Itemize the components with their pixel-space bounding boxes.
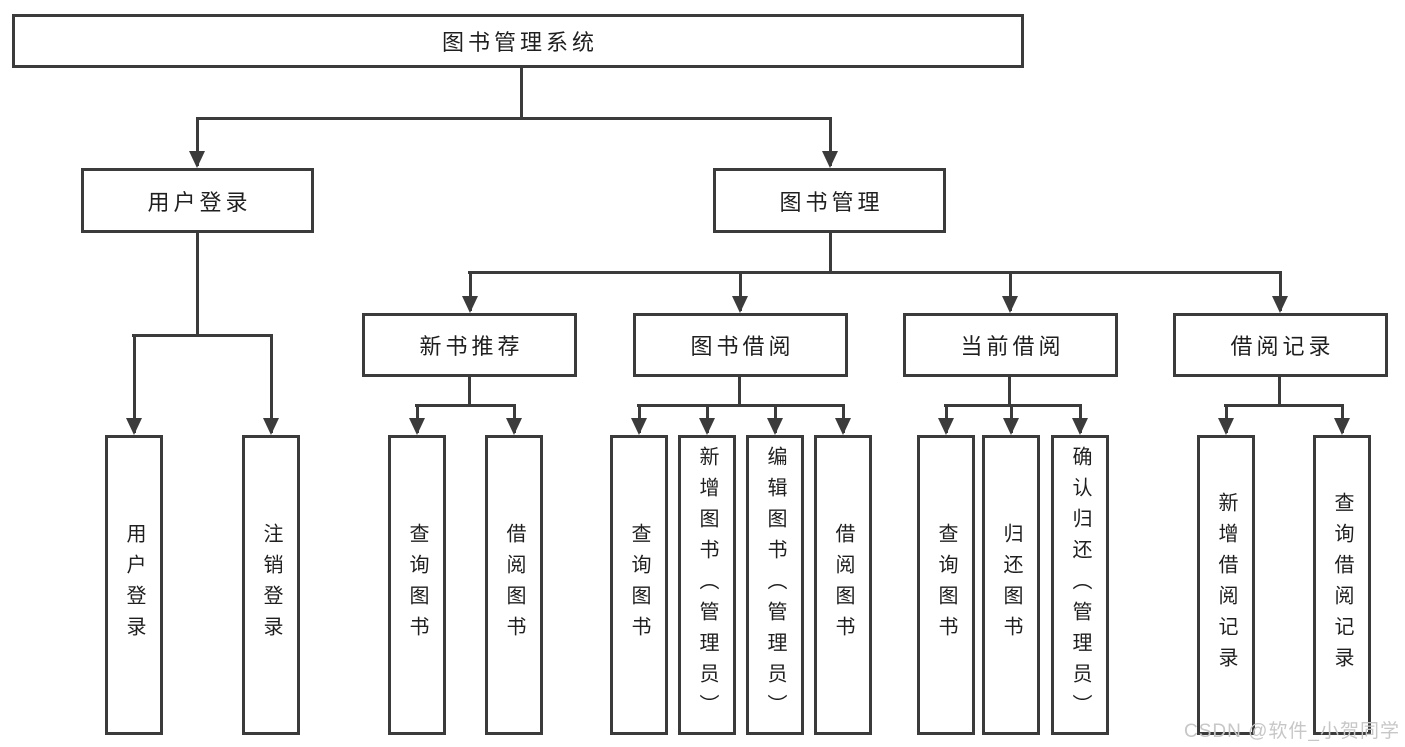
- arrow-to-book-borrowing: [732, 271, 748, 313]
- connector-book-borrowing-branch: [637, 404, 844, 407]
- connector-book-borrowing-stem: [738, 375, 741, 406]
- leaf-query-books-current: 查询图书: [917, 435, 975, 735]
- arrow-to-query-books-borrowing: [631, 404, 647, 435]
- arrow-to-query-books-recommend: [409, 404, 425, 435]
- arrow-to-borrowing-records: [1272, 271, 1288, 313]
- leaf-borrow-books-recommend: 借阅图书: [485, 435, 543, 735]
- connector-current-borrowing-branch: [944, 404, 1082, 407]
- leaf-add-book-admin: 新增图书（管理员）: [678, 435, 736, 735]
- arrow-to-query-borrow-record: [1334, 404, 1350, 435]
- leaf-query-books-recommend: 查询图书: [388, 435, 446, 735]
- arrow-to-edit-book-admin: [767, 404, 783, 435]
- connector-level3-branch: [468, 271, 1282, 274]
- arrow-to-borrow-books-borrowing: [835, 404, 851, 435]
- node-book-borrowing: 图书借阅: [633, 313, 848, 377]
- node-library-management-system: 图书管理系统: [12, 14, 1024, 68]
- leaf-confirm-return-admin: 确认归还（管理员）: [1051, 435, 1109, 735]
- arrow-to-logout-leaf: [263, 334, 279, 435]
- leaf-logout: 注销登录: [242, 435, 300, 735]
- connector-new-book-stem: [468, 375, 471, 406]
- leaf-return-book: 归还图书: [982, 435, 1040, 735]
- leaf-add-borrow-record: 新增借阅记录: [1197, 435, 1255, 735]
- leaf-query-books-borrowing: 查询图书: [610, 435, 668, 735]
- connector-user-login-stem: [196, 230, 199, 336]
- arrow-to-add-borrow-record: [1218, 404, 1234, 435]
- connector-user-login-branch: [132, 334, 273, 337]
- connector-borrowing-records-stem: [1278, 375, 1281, 406]
- leaf-query-borrow-record: 查询借阅记录: [1313, 435, 1371, 735]
- arrow-to-return-book: [1003, 404, 1019, 435]
- leaf-borrow-books-borrowing: 借阅图书: [814, 435, 872, 735]
- connector-borrowing-records-branch: [1224, 404, 1344, 407]
- arrow-to-query-books-current: [938, 404, 954, 435]
- arrow-to-confirm-return: [1072, 404, 1088, 435]
- node-new-book-recommend: 新书推荐: [362, 313, 577, 377]
- arrow-to-user-login: [189, 117, 205, 168]
- connector-book-management-stem: [829, 230, 832, 273]
- node-current-borrowing: 当前借阅: [903, 313, 1118, 377]
- node-book-management: 图书管理: [713, 168, 946, 233]
- connector-root-stem: [520, 66, 523, 119]
- connector-level2-branch: [196, 117, 832, 120]
- leaf-user-login: 用户登录: [105, 435, 163, 735]
- leaf-edit-book-admin: 编辑图书（管理员）: [746, 435, 804, 735]
- arrow-to-book-management: [822, 117, 838, 168]
- connector-current-borrowing-stem: [1008, 375, 1011, 406]
- node-borrowing-records: 借阅记录: [1173, 313, 1388, 377]
- arrow-to-user-login-leaf: [126, 334, 142, 435]
- arrow-to-add-book-admin: [699, 404, 715, 435]
- csdn-watermark: CSDN @软件_小贺同学: [1184, 721, 1400, 742]
- arrow-to-new-book-recommend: [462, 271, 478, 313]
- arrow-to-current-borrowing: [1002, 271, 1018, 313]
- arrow-to-borrow-books-recommend: [506, 404, 522, 435]
- node-user-login: 用户登录: [81, 168, 314, 233]
- connector-new-book-branch: [415, 404, 516, 407]
